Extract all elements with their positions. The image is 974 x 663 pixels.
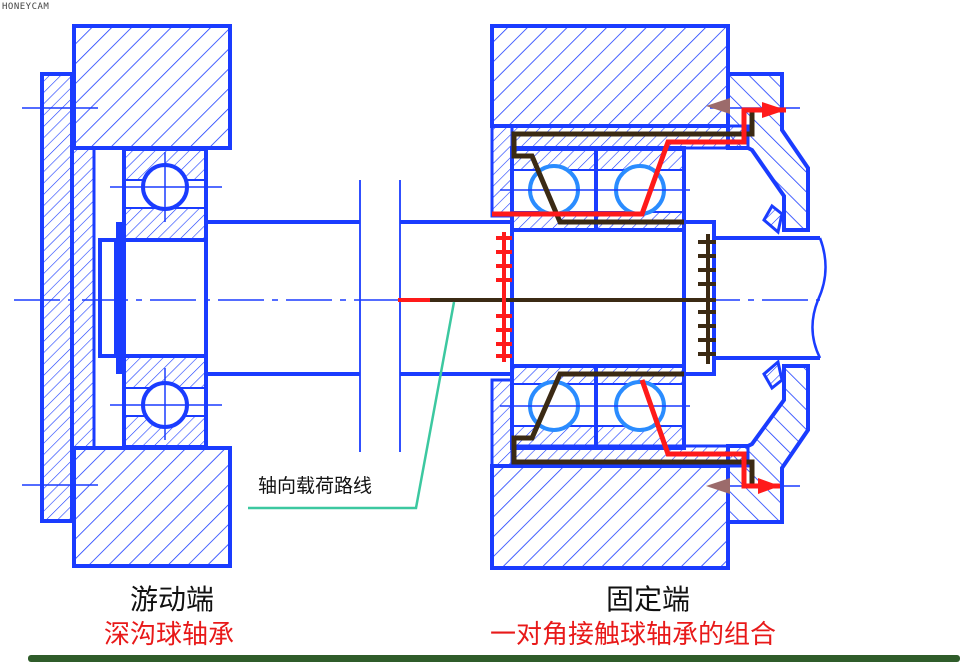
watermark: HONEYCAM [2, 2, 50, 12]
floating-housing-upper [72, 24, 232, 150]
fixed-housing-lower [490, 464, 730, 570]
load-arrow-upper [706, 98, 730, 114]
floating-end-cover [40, 72, 74, 523]
floating-end-title: 游动端 [130, 583, 215, 616]
load-path-leader-line [248, 301, 456, 510]
shaft-break-lines [359, 180, 401, 452]
bottom-divider-bar [28, 655, 960, 662]
axial-load-path-label: 轴向载荷路线 [258, 475, 373, 497]
fixed-housing-upper [490, 24, 730, 128]
fixed-end-title: 固定端 [606, 583, 691, 616]
load-arrow-lower [706, 478, 730, 494]
axial-load-path [398, 98, 786, 494]
floating-end-assembly [22, 24, 360, 568]
floating-housing-lower [72, 446, 232, 568]
fixed-end-subtitle: 一对角接触球轴承的组合 [490, 620, 777, 650]
floating-end-subtitle: 深沟球轴承 [104, 620, 235, 650]
